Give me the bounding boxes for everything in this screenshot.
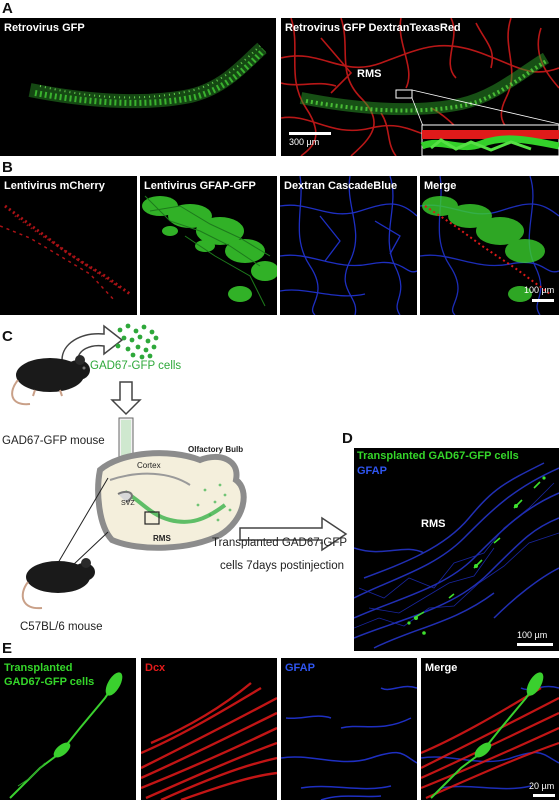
panel-c-cortex-label: Cortex — [137, 461, 161, 470]
panel-e-micrograph-merge — [421, 672, 559, 800]
panel-b-micrograph-mcherry — [0, 204, 131, 302]
panel-d-image: Transplanted GAD67-GFP cells GFAP RMS 10… — [354, 448, 559, 651]
panel-c-bulb-label: Olfactory Bulb — [188, 445, 244, 454]
panel-d-rms-label: RMS — [421, 518, 446, 530]
panel-a-right-image: Retrovirus GFP DextranTexasRed RMS 300 µ… — [281, 18, 559, 156]
panel-e-image-2: Dcx — [141, 658, 277, 800]
panel-e-scale-label: 20 µm — [529, 781, 555, 791]
panel-a-left-title: Retrovirus GFP — [4, 22, 85, 34]
panel-c-schematic — [11, 323, 348, 610]
panel-e-title-3: GFAP — [285, 662, 315, 674]
panel-a-right-micrograph — [281, 18, 559, 156]
panel-d-title-blue: GFAP — [357, 465, 387, 477]
panel-e-micrograph-gfap — [281, 685, 417, 800]
panel-letter-d: D — [342, 430, 353, 447]
panel-a-scale-bar — [289, 132, 331, 135]
brain-sagittal-schematic — [54, 450, 247, 583]
panel-b-scale-bar — [532, 299, 554, 302]
panel-letter-a: A — [2, 0, 13, 17]
panel-e-image-3: GFAP — [281, 658, 417, 800]
panel-e-title-1-line2: GAD67-GFP cells — [4, 676, 95, 688]
panel-d-micrograph — [354, 462, 559, 649]
donor-mouse-icon — [11, 355, 90, 406]
panel-e-micrograph-dcx — [141, 682, 277, 800]
down-arrow-icon — [110, 381, 142, 416]
panel-b-image-4: Merge 100 µm — [420, 176, 559, 315]
panel-c-donor-label: GAD67-GFP mouse — [2, 435, 105, 447]
panel-b-micrograph-merge — [420, 176, 559, 315]
panel-c-svz-label: SVZ — [121, 500, 135, 507]
panel-b-image-3: Dextran CascadeBlue — [280, 176, 417, 315]
panel-letter-c: C — [2, 328, 13, 345]
panel-b-title-4: Merge — [424, 180, 457, 192]
panel-e-image-1: Transplanted GAD67-GFP cells — [0, 658, 136, 800]
panel-b-scale-label: 100 µm — [524, 285, 555, 295]
recipient-mouse-icon — [21, 558, 95, 610]
panel-a-left-image: Retrovirus GFP — [0, 18, 276, 156]
panel-a-scale-label: 300 µm — [289, 137, 320, 147]
right-arrow-icon — [239, 516, 348, 552]
panel-b-title-1: Lentivirus mCherry — [4, 180, 105, 192]
panel-a-right-title: Retrovirus GFP DextranTexasRed — [285, 22, 461, 34]
panel-e-title-4: Merge — [425, 662, 458, 674]
panel-d-title-green: Transplanted GAD67-GFP cells — [357, 450, 519, 462]
panel-b-image-2: Lentivirus GFAP-GFP — [140, 176, 277, 315]
panel-b-micrograph-dextran — [280, 176, 417, 315]
panel-c-cells-label: GAD67-GFP cells — [90, 360, 182, 372]
panel-e-image-4: Merge 20 µm — [421, 658, 559, 800]
panel-e-title-1-line1: Transplanted — [4, 662, 73, 674]
panel-c-rms-label: RMS — [153, 534, 171, 543]
panel-d-scale-label: 100 µm — [517, 630, 548, 640]
panel-c-recipient-label: C57BL/6 mouse — [20, 621, 103, 633]
gfp-cells-icon — [115, 323, 159, 360]
panel-e-micrograph-gfp — [9, 672, 123, 799]
panel-b-image-1: Lentivirus mCherry — [0, 176, 137, 315]
panel-letter-b: B — [2, 159, 13, 176]
panel-e-title-2: Dcx — [145, 662, 166, 674]
panel-a-rms-label: RMS — [357, 68, 382, 80]
panel-c-arrow-text-line2: cells 7days postinjection — [220, 560, 345, 572]
panel-letter-e: E — [2, 640, 13, 657]
panel-b-title-3: Dextran CascadeBlue — [284, 180, 398, 192]
panel-b-micrograph-gfap-gfp — [142, 195, 277, 307]
panel-d-scale-bar — [517, 643, 553, 646]
panel-e-scale-bar — [533, 794, 555, 797]
panel-a-left-micrograph — [28, 42, 267, 109]
panel-b-title-2: Lentivirus GFAP-GFP — [144, 180, 256, 192]
panel-c-arrow-text-line1: Transplanted GAD67-GFP — [212, 537, 348, 549]
